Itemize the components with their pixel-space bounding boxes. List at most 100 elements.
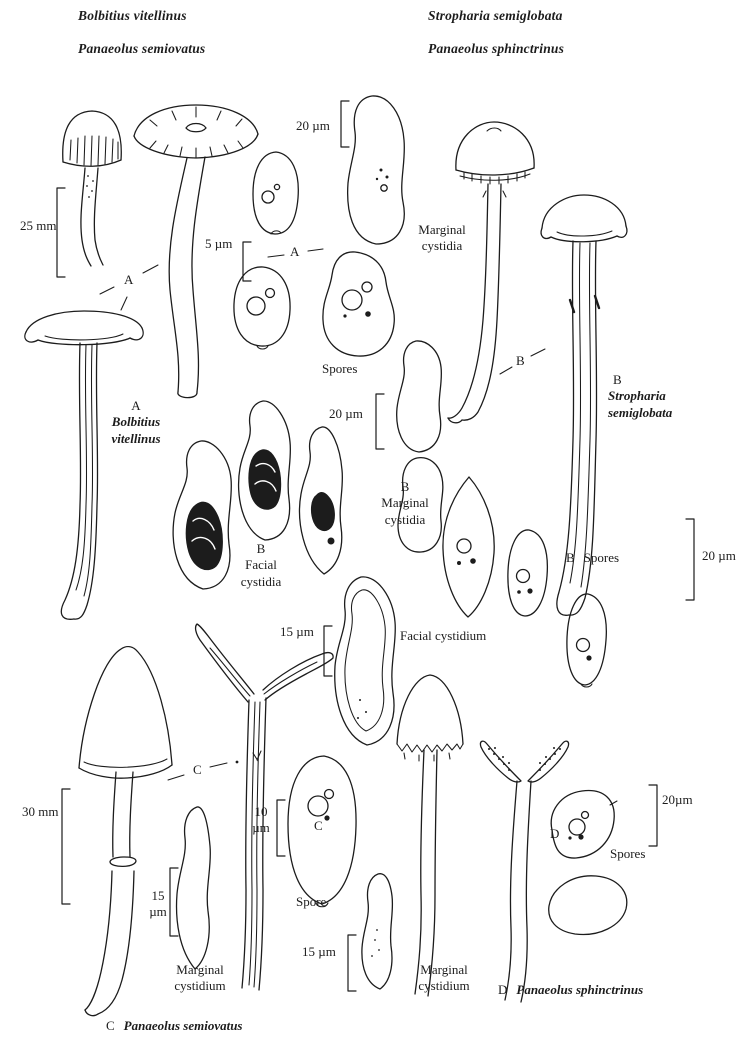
scale-label-20um-b: 20 µm	[329, 406, 363, 421]
species-c-caption: C Panaeolus semiovatus	[106, 1018, 243, 1034]
pointer-dashes	[99, 248, 546, 781]
marginal-cystidia-a-line2: cystidia	[421, 238, 463, 254]
bolbitius-young-fruitbody-drawing	[62, 110, 122, 267]
spores-b-label: B Spores	[566, 550, 619, 566]
spores-d-drawings	[548, 789, 628, 936]
marginal-cystidia-b-label: B Marginal cystidia	[369, 479, 441, 528]
marginal-cystidia-a-line1: Marginal	[418, 222, 466, 237]
facial-cystidia-b-letter: B	[256, 541, 266, 556]
spores-b-drawings	[442, 476, 607, 688]
spore-c-drawing	[287, 755, 357, 908]
stropharia-section-drawing	[540, 194, 628, 616]
marginal-cystidium-d-line1: Marginal	[420, 962, 468, 977]
pointer-a-label: A	[124, 272, 134, 287]
species-a-name-2: vitellinus	[111, 430, 161, 446]
scale-bar-30mm	[61, 788, 71, 905]
facial-cystidia-b-drawings	[172, 400, 344, 590]
species-b-letter: B	[613, 372, 622, 387]
spores-b-text: Spores	[583, 550, 620, 565]
scale-label-30mm: 30 mm	[22, 804, 59, 819]
spores-a-label: Spores	[322, 361, 358, 376]
pointer-b-label: B	[516, 353, 525, 368]
header-species-right-2: Panaeolus sphinctrinus	[428, 41, 565, 56]
pointer-c-dashes	[167, 762, 228, 781]
species-a-letter: A	[131, 398, 141, 413]
species-b-caption: B Stropharia semiglobata	[608, 372, 672, 421]
scale-bar-20um-a	[340, 100, 350, 148]
scale-label-15um-left: 15 µm	[144, 888, 172, 921]
species-a-caption: A Bolbitius vitellinus	[103, 398, 169, 447]
scale-label-15um-bottom: 15 µm	[302, 944, 336, 959]
scale-label-10um-line1: 10	[254, 804, 268, 819]
marginal-cystidia-b-letter: B	[400, 479, 410, 494]
marginal-cystidium-c-line1: Marginal	[176, 962, 224, 977]
scale-bar-15um-facial	[323, 625, 333, 677]
scale-bar-5um	[242, 241, 252, 282]
species-a-name-1: Bolbitius	[111, 414, 161, 430]
scale-label-15um-facial: 15 µm	[280, 624, 314, 639]
scale-bar-15um-left	[169, 867, 179, 937]
pointer-a-mid-dashes	[267, 248, 324, 258]
scale-bars	[56, 100, 695, 992]
marginal-cystidia-a-label: Marginal cystidia	[404, 222, 480, 255]
spores-a-drawings	[233, 151, 395, 357]
scale-label-15um-left-line2: µm	[149, 904, 167, 920]
scale-label-15um-left-line1: 15	[151, 888, 165, 903]
pointer-a-mid-label: A	[290, 244, 300, 259]
scale-bar-20um-b	[375, 393, 385, 450]
semiovatus-fruitbody-drawing	[78, 645, 173, 1017]
facial-cystidia-b-line1: Facial	[245, 557, 277, 573]
spores-b-letter: B	[566, 550, 575, 565]
marginal-cystidium-d-label: Marginal cystidium	[396, 962, 492, 995]
pointer-c-label: C	[193, 762, 202, 777]
sphinctrinus-fruitbody-drawing	[396, 674, 464, 997]
species-d-name: Panaeolus sphinctrinus	[516, 982, 644, 997]
marginal-cystidia-b-line1: Marginal	[381, 495, 429, 511]
species-d-letter: D	[498, 982, 508, 997]
pointer-c-spore-label: C	[314, 818, 323, 833]
scale-bar-15um-bottom	[347, 934, 357, 992]
scale-label-20um-a: 20 µm	[296, 118, 330, 133]
bolbitius-section-drawing	[24, 310, 144, 620]
scale-label-20um-right: 20 µm	[702, 548, 736, 563]
marginal-cystidium-d-drawing	[361, 873, 394, 990]
scale-label-20um-d: 20µm	[662, 792, 693, 807]
spores-d-label: Spores	[610, 846, 646, 861]
header-species-left-1: Bolbitius vitellinus	[78, 8, 187, 23]
marginal-cystidium-c-label: Marginal cystidium	[152, 962, 248, 995]
species-b-name-2: semiglobata	[608, 404, 673, 420]
scale-label-10um: 10 µm	[248, 804, 274, 837]
pointer-d-spore-label: D	[550, 826, 560, 841]
marginal-cystidium-c-line2: cystidium	[174, 978, 226, 994]
semiovatus-section-drawing	[194, 623, 334, 991]
facial-cystidia-b-label: B Facial cystidia	[229, 541, 293, 590]
pointer-c-dot	[235, 760, 239, 764]
scale-bar-20um-d	[648, 784, 658, 847]
facial-cystidia-b-line2: cystidia	[240, 573, 282, 589]
facial-cystidium-c-drawing	[334, 576, 396, 746]
bolbitius-expanded-fruitbody-drawing	[133, 104, 259, 399]
species-c-letter: C	[106, 1018, 115, 1033]
marginal-cystidium-d-line2: cystidium	[418, 978, 470, 994]
scale-label-5um: 5 µm	[205, 236, 233, 251]
header-species-right-1: Stropharia semiglobata	[428, 8, 563, 23]
spore-c-label: Spore	[296, 894, 327, 909]
header-species-left-2: Panaeolus semiovatus	[78, 41, 206, 56]
pointer-a-dashes	[99, 264, 159, 311]
marginal-cystidium-a-drawing	[347, 95, 406, 245]
scale-label-25mm: 25 mm	[20, 218, 57, 233]
scale-bar-25mm	[56, 187, 66, 278]
scale-label-10um-line2: µm	[252, 820, 270, 836]
marginal-cystidia-b-drawings	[396, 340, 444, 553]
facial-cystidium-label: Facial cystidium	[400, 628, 487, 643]
species-b-name-1: Stropharia	[608, 388, 666, 404]
species-d-caption: D Panaeolus sphinctrinus	[498, 982, 643, 998]
stropharia-fruitbody-drawing	[447, 121, 535, 424]
species-c-name: Panaeolus semiovatus	[123, 1018, 243, 1033]
marginal-cystidium-c-drawing	[175, 806, 212, 970]
scale-bar-10um	[276, 799, 286, 857]
marginal-cystidia-b-line2: cystidia	[384, 511, 426, 527]
sphinctrinus-section-drawing	[479, 740, 570, 1003]
